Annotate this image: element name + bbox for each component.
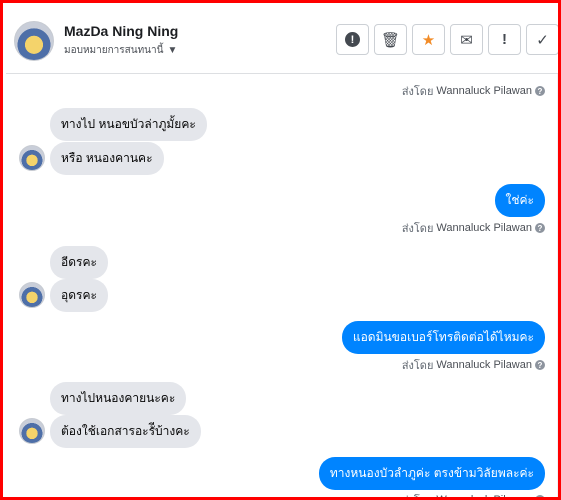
header-toolbar: ! 🗑 ★ ✉ ! ✓ (336, 24, 558, 55)
incoming-message[interactable]: ทางไป หนอขบัวล่าภูมั้ยคะ (50, 108, 207, 141)
star-icon: ★ (421, 31, 436, 49)
conversation-header: MazDa Ning Ning มอบหมายการสนทนานี้ ▼ ! 🗑… (6, 6, 558, 74)
star-button[interactable]: ★ (412, 24, 445, 55)
sent-by-line: ส่งโดย Wannaluck Pilawan ? (402, 219, 545, 237)
assign-label: มอบหมายการสนทนานี้ (64, 45, 164, 56)
check-icon: ✓ (536, 31, 549, 49)
contact-avatar[interactable] (14, 21, 54, 61)
delete-button[interactable]: 🗑 (374, 24, 407, 55)
exclamation-icon: ! (502, 31, 507, 48)
contact-name[interactable]: MazDa Ning Ning (64, 23, 179, 39)
info-icon[interactable]: ? (535, 86, 545, 96)
incoming-message[interactable]: หรือ หนองคานคะ (50, 142, 164, 175)
incoming-message[interactable]: ทางไปหนองคายนะคะ (50, 382, 187, 415)
trash-icon: 🗑 (380, 31, 401, 49)
incoming-message[interactable]: ต้องใช้เอกสารอะรัีบ้างคะ (50, 415, 201, 448)
message-thread[interactable]: ส่งโดย Wannaluck Pilawan ? ทางไป หนอขบัว… (6, 74, 558, 500)
sent-by-prefix: ส่งโดย (401, 86, 434, 98)
sent-by-line: ส่งโดย Wannaluck Pilawan ? (402, 82, 545, 100)
scrollbar[interactable] (557, 74, 558, 497)
info-icon[interactable]: ? (535, 223, 545, 233)
follow-up-button[interactable]: ! (488, 24, 521, 55)
mark-done-button[interactable]: ✓ (526, 24, 558, 55)
outgoing-message[interactable]: แอดมินขอเบอร์โทรติดต่อได้ไหมคะ (341, 321, 545, 354)
sent-by-line: ส่งโดย Wannaluck Pilawan ? (402, 356, 545, 374)
sender-avatar[interactable] (19, 282, 45, 308)
sender-name: Wannaluck Pilawan (436, 85, 532, 97)
sent-by-prefix: ส่งโดย (402, 491, 434, 497)
sent-by-line: ส่งโดย Wannaluck Pilawan ? (402, 491, 545, 500)
incoming-message[interactable]: อีดรคะ (50, 246, 108, 279)
sent-by-prefix: ส่งโดย (401, 360, 434, 372)
assign-conversation-dropdown[interactable]: มอบหมายการสนทนานี้ ▼ (64, 43, 177, 58)
info-icon[interactable]: ? (535, 360, 545, 370)
exclamation-circle-icon: ! (345, 32, 360, 47)
sender-name: Wannaluck Pilawan (436, 222, 532, 234)
outgoing-message[interactable]: ใช่ค่ะ (494, 184, 545, 217)
envelope-icon: ✉ (460, 31, 473, 49)
sender-name: Wannaluck Pilawan (436, 494, 532, 500)
mark-spam-button[interactable]: ! (336, 24, 369, 55)
mark-unread-button[interactable]: ✉ (450, 24, 483, 55)
sender-avatar[interactable] (19, 418, 45, 444)
sender-name: Wannaluck Pilawan (436, 359, 532, 371)
incoming-message[interactable]: อุดรคะ (50, 279, 108, 312)
sender-avatar[interactable] (19, 145, 45, 171)
sent-by-prefix: ส่งโดย (401, 223, 434, 235)
outgoing-message[interactable]: ทางหนองบัวลำภูค่ะ ตรงข้ามวิลัยพละค่ะ (318, 457, 545, 490)
caret-down-icon: ▼ (167, 45, 178, 56)
info-icon[interactable]: ? (535, 495, 545, 497)
